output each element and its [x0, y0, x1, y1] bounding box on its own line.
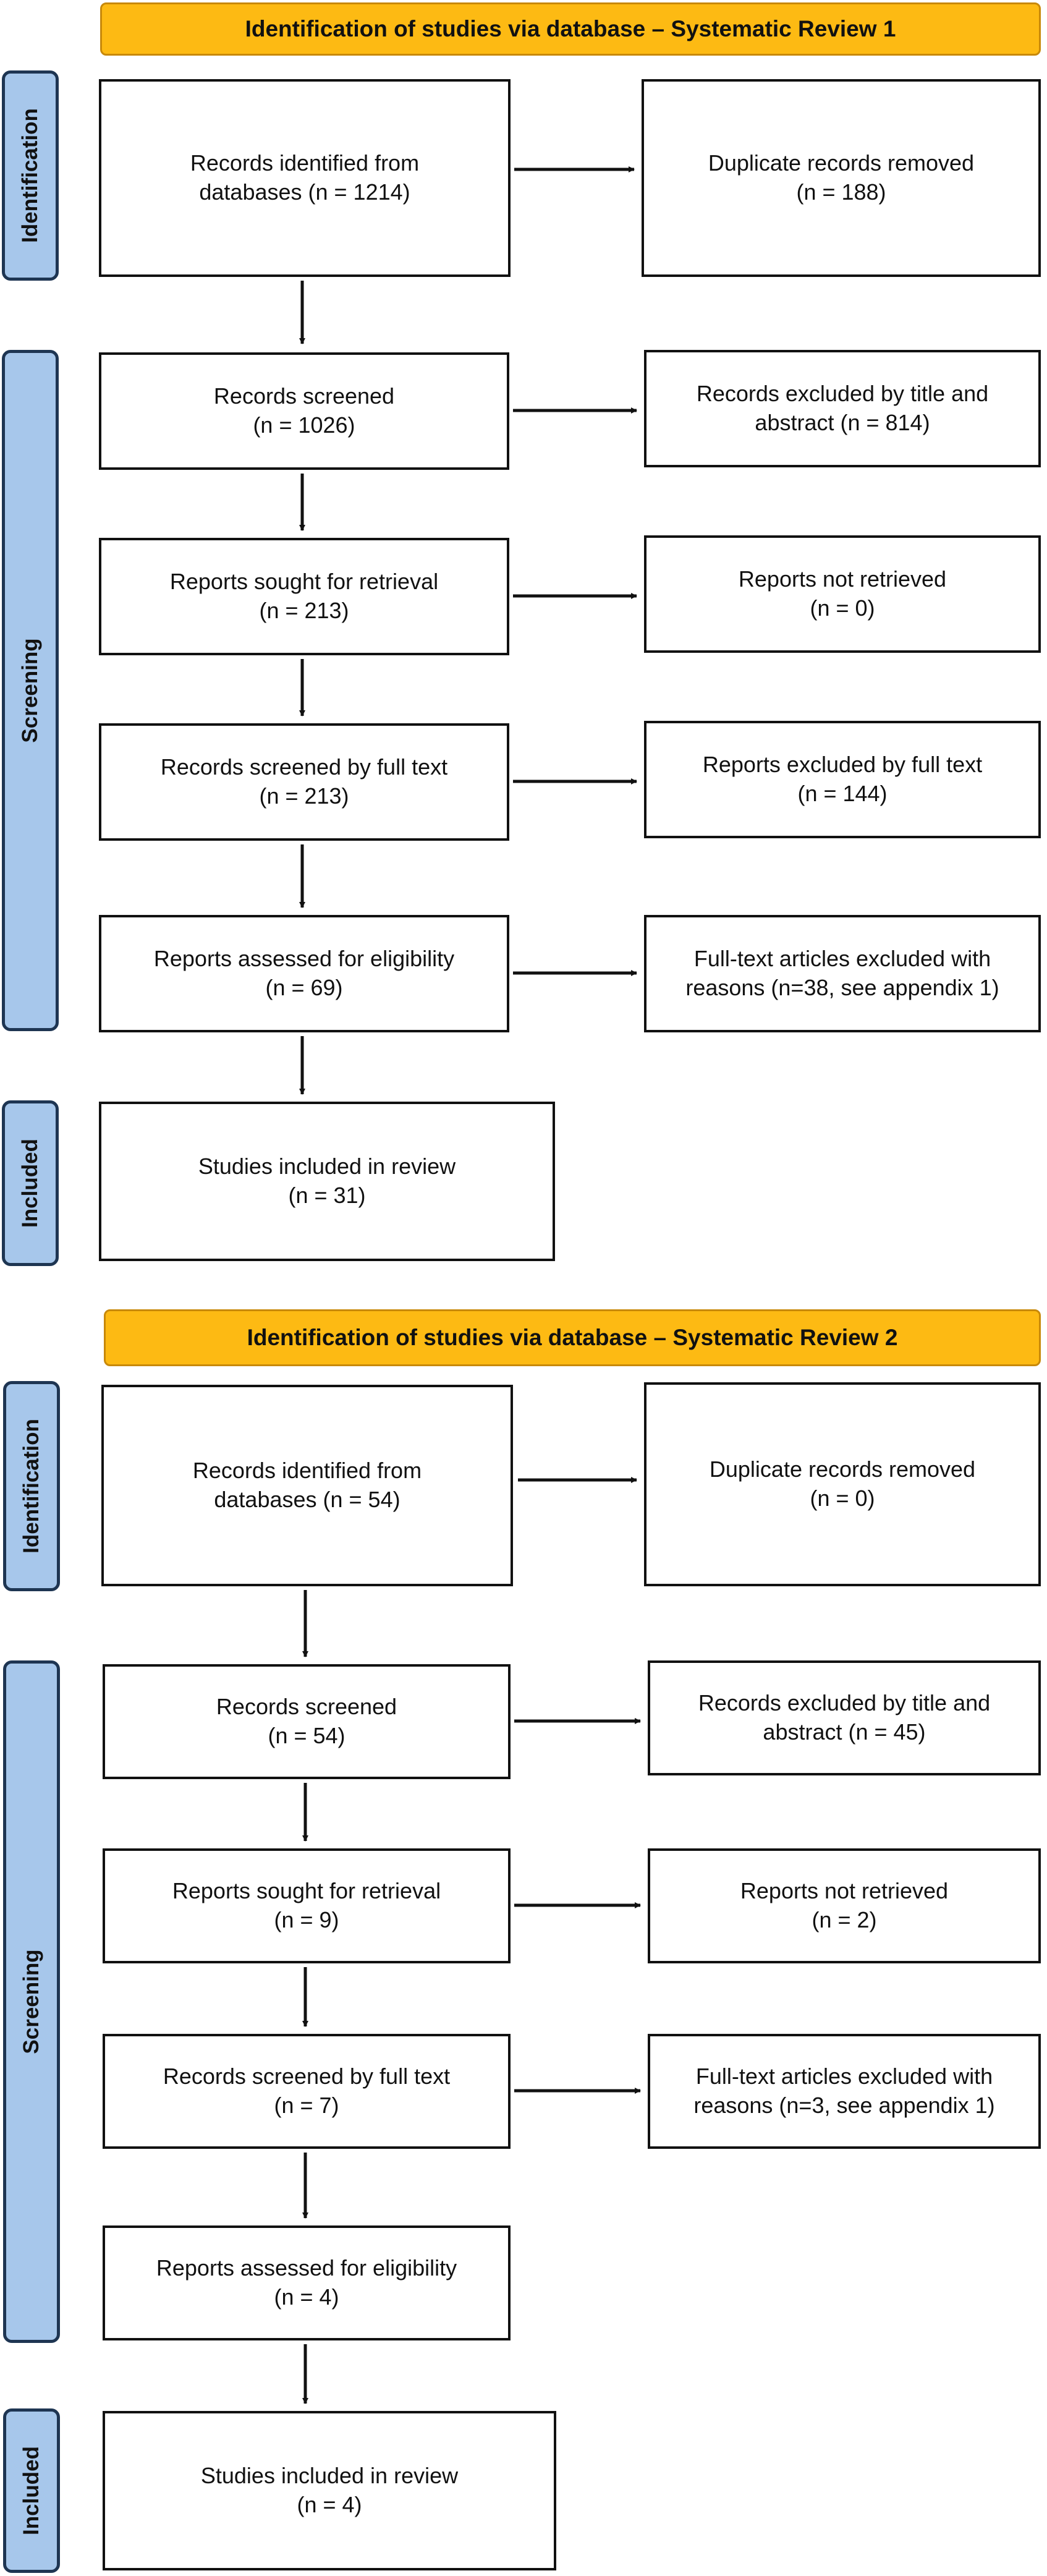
review2-eligibility-line2: (n = 4) — [274, 2284, 339, 2310]
review2-excluded-title-box: Records excluded by title and abstract (… — [648, 1660, 1041, 1775]
review1-excluded-fulltext-line1: Reports excluded by full text — [702, 752, 983, 778]
review1-header: Identification of studies via database –… — [100, 2, 1041, 56]
review1-excluded-fulltext-box: Reports excluded by full text (n = 144) — [644, 721, 1041, 838]
review1-studies-included-line1: Studies included in review — [198, 1154, 456, 1180]
review1-studies-included-line2: (n = 31) — [288, 1183, 366, 1208]
review1-fulltext-screened-box: Records screened by full text (n = 213) — [99, 723, 509, 841]
review1-records-identified-box: Records identified from databases (n = 1… — [99, 79, 511, 277]
review1-not-retrieved-line1: Reports not retrieved — [738, 566, 947, 592]
review2-eligibility-box: Reports assessed for eligibility (n = 4) — [103, 2225, 511, 2340]
review1-fulltext-screened-line2: (n = 213) — [259, 783, 349, 809]
review2-not-retrieved-box: Reports not retrieved (n = 2) — [648, 1848, 1041, 1963]
review1-records-screened-line1: Records screened — [213, 383, 395, 409]
review2-records-identified-box: Records identified from databases (n = 5… — [101, 1385, 513, 1586]
review2-fulltext-screened-line1: Records screened by full text — [163, 2064, 451, 2089]
review2-phase-screening-label: Screening — [19, 1949, 43, 2054]
review2-duplicates-removed-line2: (n = 0) — [810, 1486, 875, 1511]
review2-excluded-title-line2: abstract (n = 45) — [763, 1719, 926, 1745]
review2-records-identified-line2: databases (n = 54) — [214, 1487, 401, 1512]
review1-excluded-title-line2: abstract (n = 814) — [755, 410, 930, 435]
review1-records-screened-line2: (n = 1026) — [253, 412, 355, 438]
review2-excluded-reasons-line2: reasons (n=3, see appendix 1) — [693, 2093, 995, 2118]
review1-phase-identification: Identification — [2, 70, 59, 281]
review2-studies-included-box: Studies included in review (n = 4) — [103, 2411, 556, 2570]
review2-duplicates-removed-line1: Duplicate records removed — [709, 1456, 976, 1482]
review1-excluded-title-box: Records excluded by title and abstract (… — [644, 350, 1041, 467]
review1-eligibility-line1: Reports assessed for eligibility — [153, 946, 455, 972]
review1-not-retrieved-box: Reports not retrieved (n = 0) — [644, 535, 1041, 653]
review2-excluded-reasons-box: Full-text articles excluded with reasons… — [648, 2034, 1041, 2149]
review1-reports-sought-line1: Reports sought for retrieval — [169, 569, 439, 595]
review2-records-screened-line1: Records screened — [216, 1694, 397, 1720]
review2-phase-identification: Identification — [3, 1381, 60, 1591]
review1-excluded-reasons-line2: reasons (n=38, see appendix 1) — [685, 975, 999, 1000]
review1-reports-sought-line2: (n = 213) — [259, 598, 349, 623]
review1-phase-included-label: Included — [18, 1139, 42, 1228]
review2-records-identified-line1: Records identified from — [192, 1458, 422, 1484]
review1-records-identified-text: Records identified from databases (n = 1… — [190, 150, 420, 205]
review1-eligibility-box: Reports assessed for eligibility (n = 69… — [99, 915, 509, 1032]
review2-records-screened-box: Records screened (n = 54) — [103, 1664, 511, 1779]
review2-phase-identification-label: Identification — [19, 1419, 43, 1554]
review2-excluded-reasons-line1: Full-text articles excluded with — [695, 2064, 993, 2089]
review1-studies-included-box: Studies included in review (n = 31) — [99, 1102, 555, 1261]
review2-eligibility-line1: Reports assessed for eligibility — [156, 2255, 457, 2281]
review1-reports-sought-box: Reports sought for retrieval (n = 213) — [99, 538, 509, 655]
review2-fulltext-screened-box: Records screened by full text (n = 7) — [103, 2034, 511, 2149]
review1-not-retrieved-line2: (n = 0) — [810, 595, 875, 621]
review1-phase-screening-label: Screening — [18, 638, 42, 743]
review1-fulltext-screened-line1: Records screened by full text — [160, 754, 448, 780]
review2-records-screened-line2: (n = 54) — [268, 1723, 345, 1748]
review2-excluded-title-line1: Records excluded by title and — [698, 1690, 991, 1716]
review1-eligibility-line2: (n = 69) — [265, 975, 343, 1000]
review2-reports-sought-line1: Reports sought for retrieval — [172, 1878, 441, 1904]
review2-fulltext-screened-line2: (n = 7) — [274, 2093, 339, 2118]
review1-phase-identification-label: Identification — [18, 108, 42, 243]
review1-excluded-title-line1: Records excluded by title and — [696, 381, 989, 407]
review1-excluded-reasons-box: Full-text articles excluded with reasons… — [644, 915, 1041, 1032]
review1-phase-included: Included — [2, 1100, 59, 1266]
review1-duplicates-removed-line1: Duplicate records removed — [708, 150, 975, 176]
review2-duplicates-removed-box: Duplicate records removed (n = 0) — [644, 1382, 1041, 1586]
review1-duplicates-removed-box: Duplicate records removed (n = 188) — [642, 79, 1041, 277]
review1-excluded-reasons-line1: Full-text articles excluded with — [693, 946, 991, 972]
review1-records-screened-box: Records screened (n = 1026) — [99, 352, 509, 470]
review1-duplicates-removed-line2: (n = 188) — [796, 179, 886, 205]
review1-phase-screening: Screening — [2, 350, 59, 1031]
review2-reports-sought-box: Reports sought for retrieval (n = 9) — [103, 1848, 511, 1963]
review2-studies-included-line2: (n = 4) — [297, 2492, 362, 2517]
review2-phase-included: Included — [3, 2408, 60, 2573]
review2-not-retrieved-line1: Reports not retrieved — [740, 1878, 949, 1904]
review2-studies-included-line1: Studies included in review — [200, 2463, 459, 2489]
review1-excluded-fulltext-line2: (n = 144) — [797, 781, 888, 806]
review2-header: Identification of studies via database –… — [104, 1309, 1041, 1366]
review2-phase-screening: Screening — [3, 1660, 60, 2343]
review2-phase-included-label: Included — [19, 2446, 43, 2535]
review2-reports-sought-line2: (n = 9) — [274, 1907, 339, 1932]
review2-not-retrieved-line2: (n = 2) — [812, 1907, 877, 1932]
